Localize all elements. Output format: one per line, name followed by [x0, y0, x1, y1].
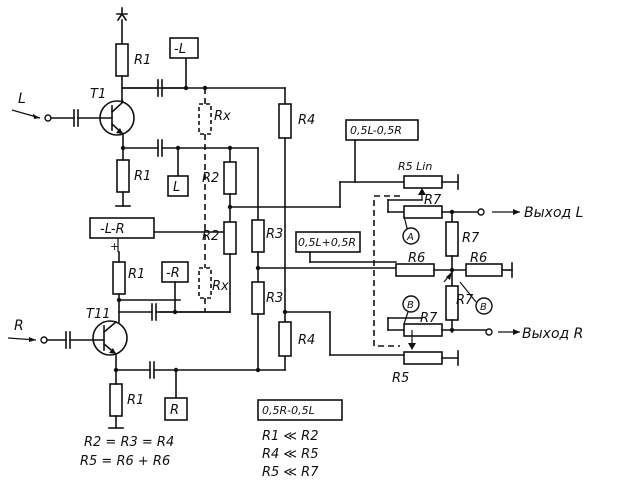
label-input-l: L	[18, 91, 26, 107]
node-b-left	[402, 295, 420, 313]
signal-box-half-r-minus-half-l	[257, 399, 343, 421]
input-terminal-r	[40, 336, 48, 344]
transistor-t11	[92, 320, 128, 356]
label-rx-top: Rx	[214, 109, 231, 124]
signal-box-half-l-minus-half-r	[345, 119, 419, 141]
svg-text:+: +	[110, 240, 119, 253]
label-r4-top: R4	[298, 113, 315, 128]
label-r6-right: R6	[470, 251, 487, 266]
equation-r2-r3-r4: R2 = R3 = R4	[84, 435, 174, 450]
label-r1-bottom-emitter: R1	[127, 393, 144, 408]
signal-box-neg-l	[169, 37, 199, 59]
label-node-b-right: B	[480, 302, 487, 313]
label-r1-top-emitter: R1	[134, 169, 151, 184]
label-input-r: R	[14, 318, 24, 334]
resistor-r1-top-emitter	[116, 159, 130, 193]
resistor-r2-upper	[223, 161, 237, 195]
relation-r1-r2: R1 ≪ R2	[262, 429, 318, 444]
signal-box-half-l-plus-half-r-text: 0,5L+0,5R	[298, 236, 356, 249]
resistor-r2-lower	[223, 221, 237, 255]
label-r7-bottom-output: R7	[420, 311, 438, 326]
label-r1-top-collector: R1	[134, 53, 151, 68]
signal-box-neg-r-text: -R	[166, 266, 180, 281]
relation-r5-r7: R5 ≪ R7	[262, 465, 319, 480]
node-b-right	[475, 297, 493, 315]
resistor-r3-upper	[251, 219, 265, 253]
label-output-l: Выход L	[524, 205, 583, 221]
node-a	[402, 227, 420, 245]
notes: R2 = R3 = R4 R5 = R6 + R6 0,5R-0,5L R1 ≪…	[80, 399, 343, 480]
signal-box-half-l-minus-half-r-text: 0,5L-0,5R	[350, 124, 402, 137]
signal-box-r-text: R	[170, 403, 179, 418]
output-terminal-l	[477, 208, 485, 216]
resistor-r7-vertical-upper	[445, 221, 459, 257]
label-r2-lower: R2	[202, 229, 219, 244]
ganged-pot-link	[373, 195, 400, 347]
label-r5-bottom: R5	[392, 371, 409, 386]
equation-r5-r6: R5 = R6 + R6	[80, 454, 170, 469]
label-output-r: Выход R	[522, 326, 583, 342]
signal-box-neg-l-neg-r	[89, 217, 155, 239]
relation-r4-r5: R4 ≪ R5	[262, 447, 318, 462]
signal-box-l	[167, 175, 189, 197]
resistor-rx-bottom	[198, 267, 212, 299]
top-stage: R1 T1 L R1	[11, 7, 341, 371]
resistor-rx-top	[198, 103, 212, 135]
supply-symbol	[116, 7, 128, 22]
label-r7-vertical-lower: R7	[456, 293, 474, 308]
label-r5-lin: R5 Lin	[398, 160, 432, 173]
signal-box-r	[164, 397, 188, 421]
input-terminal-l	[44, 114, 52, 122]
label-r3-lower: R3	[266, 291, 283, 306]
signal-box-l-text: L	[173, 180, 180, 195]
resistor-r4-top	[278, 103, 292, 139]
resistor-r3-lower	[251, 281, 265, 315]
signal-box-half-l-plus-half-r	[295, 231, 361, 253]
resistor-r1-bottom-collector	[112, 261, 126, 295]
signal-box-neg-l-neg-r-text: -L-R	[100, 222, 125, 237]
label-r7-top-output: R7	[424, 193, 442, 208]
label-r6-left: R6	[408, 251, 425, 266]
resistor-r4-bottom	[278, 321, 292, 357]
resistor-r1-top-collector	[115, 43, 129, 77]
signal-box-neg-l-text: -L	[174, 42, 186, 57]
label-node-a: A	[406, 232, 414, 243]
output-section: 0,5L-0,5R R5 Lin R7 Выход L A R7	[257, 119, 583, 386]
signal-box-half-r-minus-half-l-text: 0,5R-0,5L	[262, 404, 315, 417]
label-t1: T1	[90, 87, 106, 102]
potentiometer-r5-bottom	[403, 351, 443, 365]
resistor-r1-bottom-emitter	[109, 383, 123, 417]
label-node-b-left: B	[407, 300, 414, 311]
bottom-stage: R1 -R Rx T11 R	[7, 251, 411, 429]
label-t11: T11	[86, 307, 110, 322]
label-r1-bottom-collector: R1	[128, 267, 145, 282]
label-r2-upper: R2	[202, 171, 219, 186]
label-r7-vertical-upper: R7	[462, 231, 480, 246]
potentiometer-r5-lin	[403, 175, 443, 189]
label-r4-bottom: R4	[298, 333, 315, 348]
label-r3-upper: R3	[266, 227, 283, 242]
output-terminal-r	[485, 328, 493, 336]
label-rx-bottom: Rx	[212, 279, 229, 294]
